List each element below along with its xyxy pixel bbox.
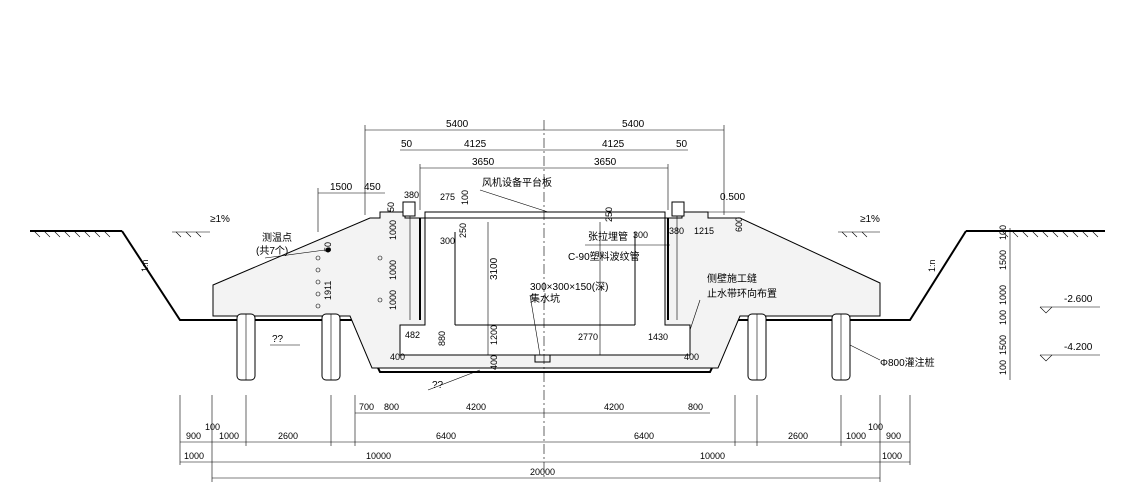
piles <box>236 313 851 381</box>
label-side-wall: 侧壁施工缝 <box>707 272 757 285</box>
label-elev-2600: -2.600 <box>1064 294 1093 305</box>
label-survey-point: 测温点 <box>262 231 292 244</box>
label-corrugated: C-90塑料波纹管 <box>568 250 640 263</box>
excavation-outline <box>121 230 967 373</box>
dim-2770: 2770 <box>578 332 598 342</box>
dim-4125-left: 4125 <box>464 139 487 150</box>
label-tension-pipe: 张拉埋管 <box>588 230 628 243</box>
dim-400-a: 400 <box>390 352 405 362</box>
rdim-100-b: 100 <box>998 310 1008 325</box>
dim-5400-right: 5400 <box>622 119 645 130</box>
label-elev-0500: 0.500 <box>720 192 745 203</box>
label-slope-left: 1:n <box>140 259 150 272</box>
dim-100-a: 100 <box>460 190 470 205</box>
dim-880: 880 <box>437 331 447 346</box>
dim-3100: 3100 <box>489 257 500 280</box>
bdim-2600-right: 2600 <box>788 431 808 441</box>
dim-250-right: 250 <box>604 207 614 222</box>
leaders <box>264 189 881 391</box>
dim-482: 482 <box>405 330 420 340</box>
rdim-1000: 1000 <box>998 285 1008 305</box>
label-q1: ?? <box>272 334 284 345</box>
dim-600: 600 <box>734 217 744 232</box>
bdim-6400-right: 6400 <box>634 431 654 441</box>
bdim-10000-right: 10000 <box>700 451 725 461</box>
dim-1000-b: 1000 <box>388 260 398 280</box>
bdim-1000-right: 1000 <box>846 431 866 441</box>
pedestal-inner <box>399 212 691 356</box>
bottom-dimensions <box>179 395 911 482</box>
label-slope-right: 1:n <box>927 259 937 272</box>
dim-400-b: 400 <box>489 355 499 370</box>
bdim-1000-outer-left: 1000 <box>184 451 204 461</box>
dim-800-right: 800 <box>688 402 703 412</box>
bdim-10000-left: 10000 <box>366 451 391 461</box>
dim-450: 450 <box>364 182 381 193</box>
dim-275: 275 <box>440 192 455 202</box>
bdim-1000-left: 1000 <box>219 431 239 441</box>
dim-5400-left: 5400 <box>446 119 469 130</box>
dim-1000-c: 1000 <box>388 290 398 310</box>
top-dimensions <box>317 125 725 232</box>
sump-pit <box>534 355 551 363</box>
dim-380-right: 380 <box>669 226 684 236</box>
dim-250-left: 250 <box>458 223 468 238</box>
dim-3650-left: 3650 <box>472 157 495 168</box>
dim-300-left: 300 <box>440 236 455 246</box>
bdim-1000-outer-right: 1000 <box>882 451 902 461</box>
dim-300-right: 300 <box>633 230 648 240</box>
dim-400-c: 400 <box>684 352 699 362</box>
dim-1430: 1430 <box>648 332 668 342</box>
dim-1000-a: 1000 <box>388 220 398 240</box>
dim-50-b: 50 <box>323 242 333 252</box>
dim-1215: 1215 <box>694 226 714 236</box>
right-elevations <box>700 211 1100 380</box>
bdim-20000: 20000 <box>530 467 555 477</box>
bdim-2600-left: 2600 <box>278 431 298 441</box>
label-sump: 集水坑 <box>530 292 560 305</box>
label-pile: Φ800灌注桩 <box>880 356 935 369</box>
bdim-100-right: 100 <box>868 422 883 432</box>
rdim-100: 100 <box>998 225 1008 240</box>
rdim-1500-b: 1500 <box>998 335 1008 355</box>
label-elev-4200: -4.200 <box>1064 342 1093 353</box>
dim-1200: 1200 <box>489 325 499 345</box>
dim-50-left: 50 <box>401 139 413 150</box>
dim-1911: 1911 <box>323 281 333 300</box>
rdim-1500-a: 1500 <box>998 250 1008 270</box>
dim-4200-right: 4200 <box>604 402 624 412</box>
dim-4200-left: 4200 <box>466 402 486 412</box>
label-survey-count: (共7个) <box>256 245 288 257</box>
dim-380-left: 380 <box>404 190 419 200</box>
label-platform: 风机设备平台板 <box>482 176 552 189</box>
dim-50-v: 50 <box>386 202 396 212</box>
ground-line-right <box>838 230 1105 238</box>
dim-800-left: 800 <box>384 402 399 412</box>
label-grade-left: ≥1% <box>210 214 230 225</box>
dim-700: 700 <box>359 402 374 412</box>
dim-3650-right: 3650 <box>594 157 617 168</box>
dim-4125-right: 4125 <box>602 139 625 150</box>
rdim-100-c: 100 <box>998 360 1008 375</box>
label-grade-right: ≥1% <box>860 214 880 225</box>
label-waterstop: 止水带环向布置 <box>707 287 777 300</box>
bdim-6400-left: 6400 <box>436 431 456 441</box>
bdim-900-right: 900 <box>886 431 901 441</box>
platform-slab <box>424 211 666 219</box>
bdim-100-left: 100 <box>205 422 220 432</box>
ground-line-left <box>30 230 210 238</box>
anchor-bolts <box>402 201 685 217</box>
label-q2: ?? <box>432 380 444 391</box>
dim-50-right: 50 <box>676 139 688 150</box>
label-sump-size: 300×300×150(深) <box>530 281 608 293</box>
bdim-900-left: 900 <box>186 431 201 441</box>
dim-1500: 1500 <box>330 182 353 193</box>
survey-points <box>315 247 383 309</box>
